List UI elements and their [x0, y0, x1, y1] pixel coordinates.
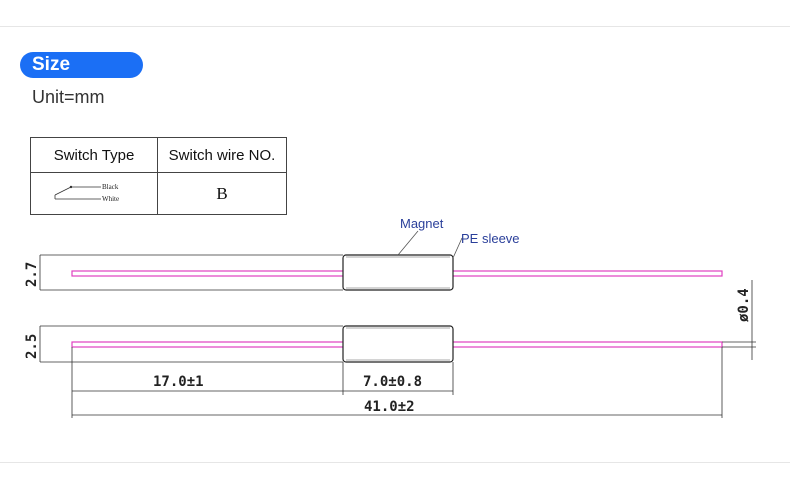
magnet-body-bottom — [342, 325, 454, 363]
dim-height-bottom: 2.5 — [24, 334, 40, 359]
dim-total-length: 41.0±2 — [364, 399, 415, 415]
magnet-body-top — [342, 254, 454, 291]
bottom-divider — [0, 462, 790, 463]
top-divider — [0, 26, 790, 27]
section-badge: Size — [20, 52, 143, 78]
dim-diameter: ø0.4 — [736, 288, 752, 322]
switch-table: Switch Type Switch wire NO. Black White … — [30, 137, 287, 215]
table-row: Black White B — [30, 172, 287, 215]
wire-label-black: Black — [102, 183, 119, 191]
dim-height-top: 2.7 — [24, 262, 40, 287]
callout-magnet: Magnet — [400, 216, 444, 231]
header-switch-type: Switch Type — [30, 137, 158, 173]
wire-number-cell: B — [157, 172, 287, 215]
wire-label-white: White — [102, 195, 119, 203]
dim-body-length: 7.0±0.8 — [363, 374, 422, 390]
switch-schematic-cell: Black White — [30, 172, 158, 215]
callout-pe-sleeve: PE sleeve — [461, 231, 520, 246]
dim-lead-length: 17.0±1 — [153, 374, 204, 390]
reed-switch-schematic-icon: Black White — [54, 183, 119, 203]
unit-label: Unit=mm — [32, 87, 105, 107]
